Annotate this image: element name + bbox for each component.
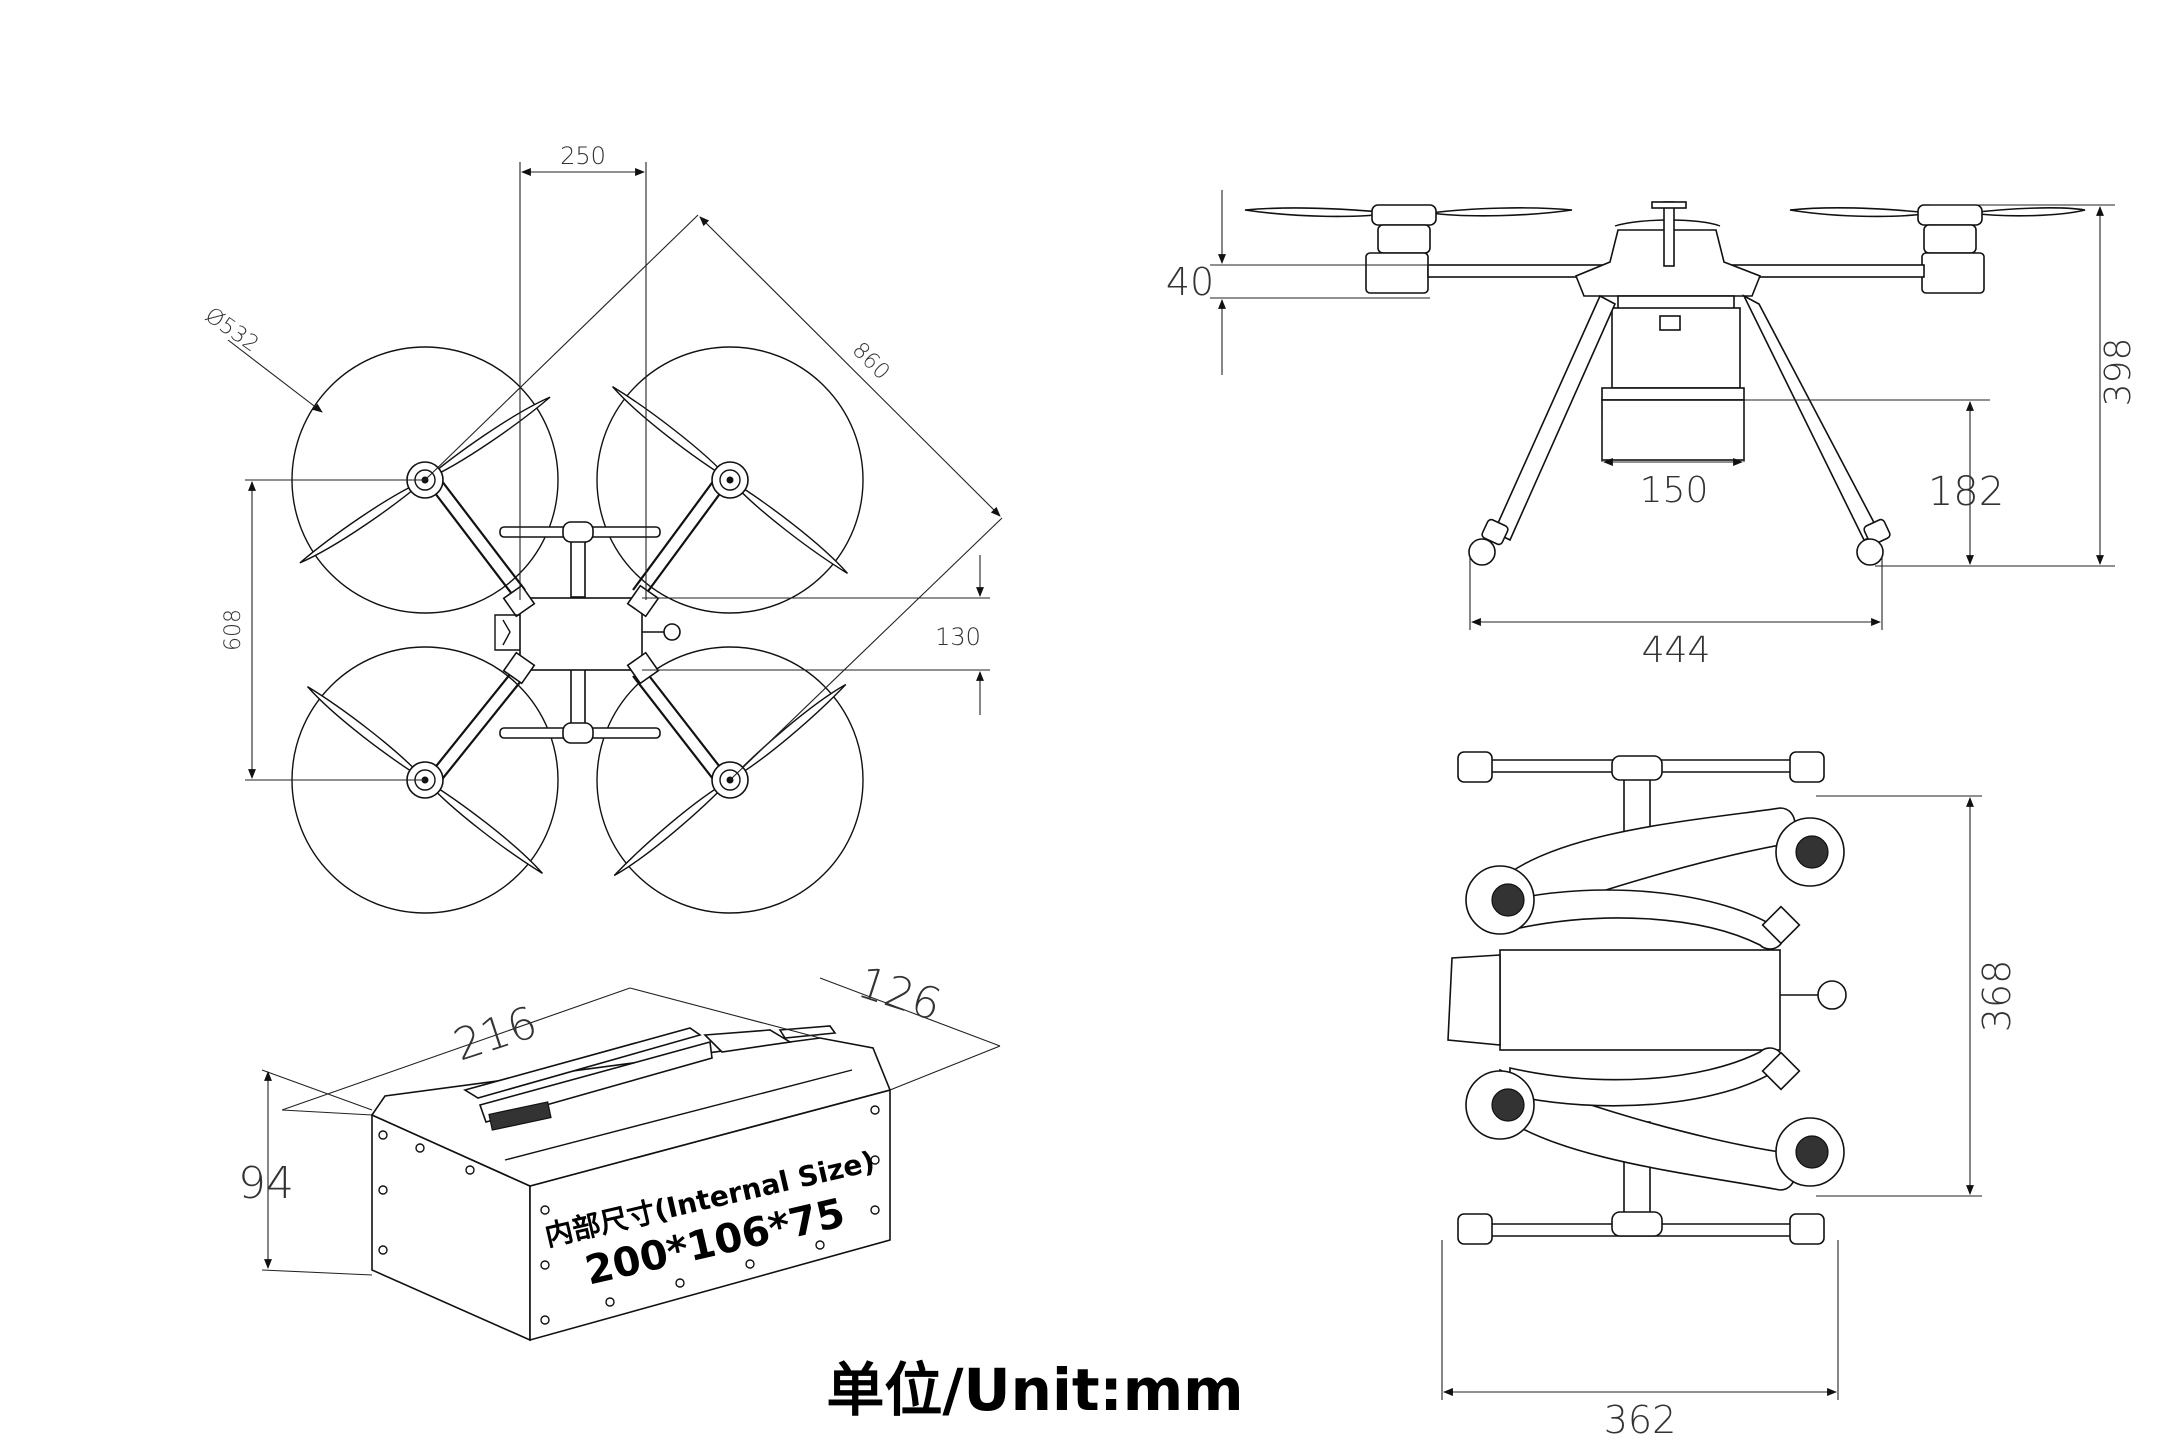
side-view: 40 398 150 182 444 bbox=[1166, 190, 2139, 671]
dim-payload-width-label: 150 bbox=[1640, 470, 1709, 511]
propellers-side bbox=[1244, 207, 2086, 218]
dimension-398: 398 bbox=[1875, 204, 2139, 567]
dimension-94: 94 bbox=[238, 1069, 373, 1276]
dimension-150: 150 bbox=[1601, 400, 1745, 511]
dim-box-width-label: 126 bbox=[852, 957, 948, 1031]
landing-legs-side bbox=[1468, 294, 1891, 566]
dim-box-height-label: 94 bbox=[238, 1158, 294, 1209]
dim-gear-width-label: 444 bbox=[1642, 630, 1711, 671]
payload-box-3d: 216 126 94 内部尺寸(Internal Size) 200*106*7… bbox=[238, 957, 1001, 1342]
dimension-130: 130 bbox=[642, 555, 990, 715]
payload-box-side bbox=[1601, 307, 1745, 461]
dimension-608: 608 bbox=[221, 479, 425, 781]
folded-view: 368 362 bbox=[1441, 751, 2019, 1440]
dim-motor-spacing-label: 250 bbox=[560, 142, 606, 170]
body-folded bbox=[1447, 949, 1847, 1051]
dim-box-length-label: 216 bbox=[448, 997, 544, 1071]
body-side bbox=[1574, 201, 1762, 311]
dimension-444: 444 bbox=[1469, 556, 1883, 671]
dim-folded-length-label: 368 bbox=[1975, 960, 2019, 1033]
landing-gear-top bbox=[499, 521, 661, 744]
airframe-body bbox=[494, 584, 681, 685]
dim-payload-height-label: 182 bbox=[1928, 469, 2004, 515]
dimension-860: 860 bbox=[424, 214, 1003, 781]
dim-prop-diameter-label: Ø532 bbox=[200, 303, 263, 357]
folded-blades bbox=[1499, 807, 1796, 1191]
dim-body-label: 130 bbox=[935, 623, 981, 651]
dim-side-label: 608 bbox=[221, 609, 246, 651]
dimension-362: 362 bbox=[1441, 1240, 1839, 1440]
dim-folded-width-label: 362 bbox=[1604, 1398, 1677, 1440]
motor-hubs-folded bbox=[1465, 817, 1845, 1187]
dimension-40: 40 bbox=[1166, 190, 1430, 375]
dimension-182: 182 bbox=[1744, 399, 2004, 565]
box-bolts bbox=[378, 1105, 880, 1325]
dim-height-top-label: 40 bbox=[1166, 260, 1214, 304]
unit-caption: 单位/Unit:mm bbox=[826, 1356, 1243, 1424]
dim-diagonal-label: 860 bbox=[847, 338, 894, 385]
dimension-368: 368 bbox=[1816, 795, 2019, 1197]
top-view: 250 Ø532 860 608 130 bbox=[200, 142, 1003, 914]
propeller-disc-rear-right bbox=[596, 646, 864, 914]
dim-total-height-label: 398 bbox=[2098, 338, 2139, 407]
dimension-prop-diameter: Ø532 bbox=[200, 303, 323, 413]
dimension-250: 250 bbox=[519, 142, 647, 600]
motors-side bbox=[1365, 204, 1985, 294]
